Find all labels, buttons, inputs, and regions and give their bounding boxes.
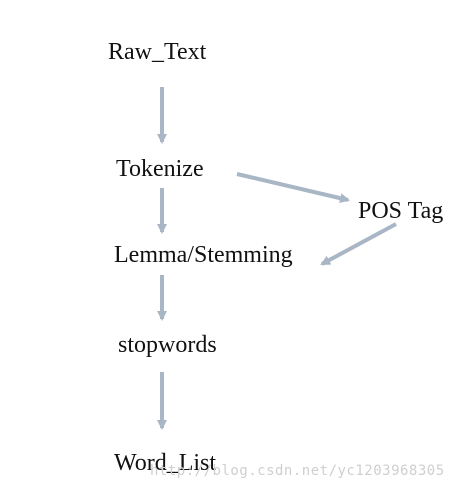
node-lemma-stemming: Lemma/Stemming [114, 242, 293, 268]
node-stopwords: stopwords [118, 332, 217, 358]
node-pos-tag: POS Tag [358, 198, 444, 224]
arrow-tokenize-to-postag [236, 172, 350, 204]
watermark-url: http://blog.csdn.net/yc1203968305 [150, 463, 445, 479]
node-word-list: Word_List [114, 450, 217, 476]
arrow-postag-to-lemma [320, 222, 397, 266]
node-raw-text: Raw_Text [108, 39, 207, 65]
node-tokenize: Tokenize [116, 156, 204, 182]
